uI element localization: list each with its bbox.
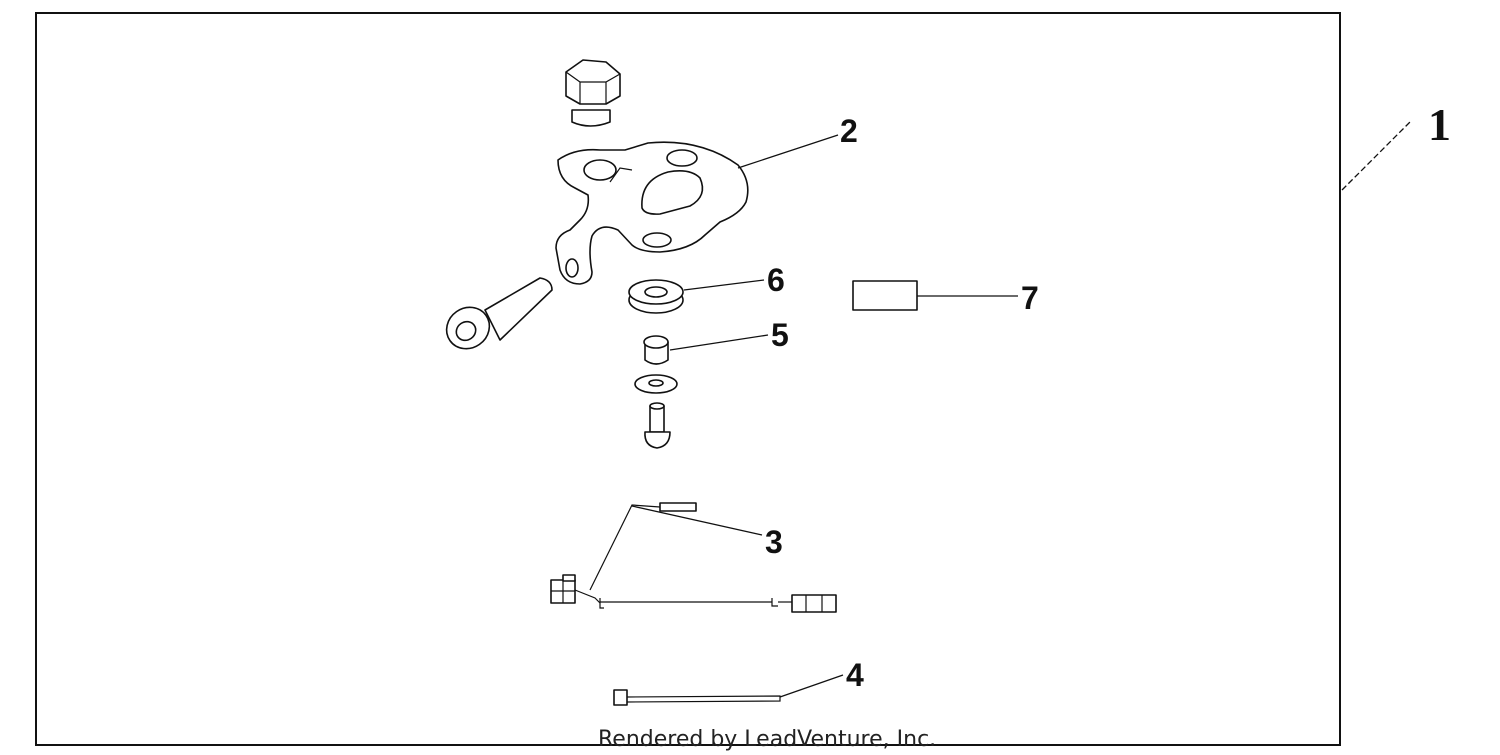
leader-4 <box>779 674 844 698</box>
button-screw-part[interactable] <box>644 402 671 449</box>
spacer-part[interactable] <box>643 335 669 365</box>
kit-frame <box>35 12 1341 746</box>
leader-1 <box>1341 121 1411 191</box>
cable-tie-part[interactable] <box>613 689 781 706</box>
callout-4[interactable]: 4 <box>846 657 864 693</box>
bracket-part[interactable] <box>555 141 749 285</box>
callout-7[interactable]: 7 <box>1021 280 1039 316</box>
leader-3 <box>631 505 763 536</box>
render-credit: Rendered by LeadVenture, Inc. <box>598 727 936 752</box>
leader-5 <box>669 334 769 351</box>
callout-6[interactable]: 6 <box>767 262 785 298</box>
leader-6 <box>683 279 765 291</box>
sleeve-part[interactable] <box>852 280 918 311</box>
callout-5[interactable]: 5 <box>771 317 789 353</box>
callout-1[interactable]: 1 <box>1428 99 1451 150</box>
wire-harness-part[interactable] <box>550 502 837 613</box>
washer-part[interactable] <box>634 374 678 394</box>
cap-screw-part[interactable] <box>439 277 553 357</box>
grommet-part[interactable] <box>628 279 684 314</box>
leader-2 <box>737 134 839 169</box>
hex-bolt-part[interactable] <box>565 59 621 127</box>
callout-3[interactable]: 3 <box>765 524 783 560</box>
callout-2[interactable]: 2 <box>840 113 858 149</box>
